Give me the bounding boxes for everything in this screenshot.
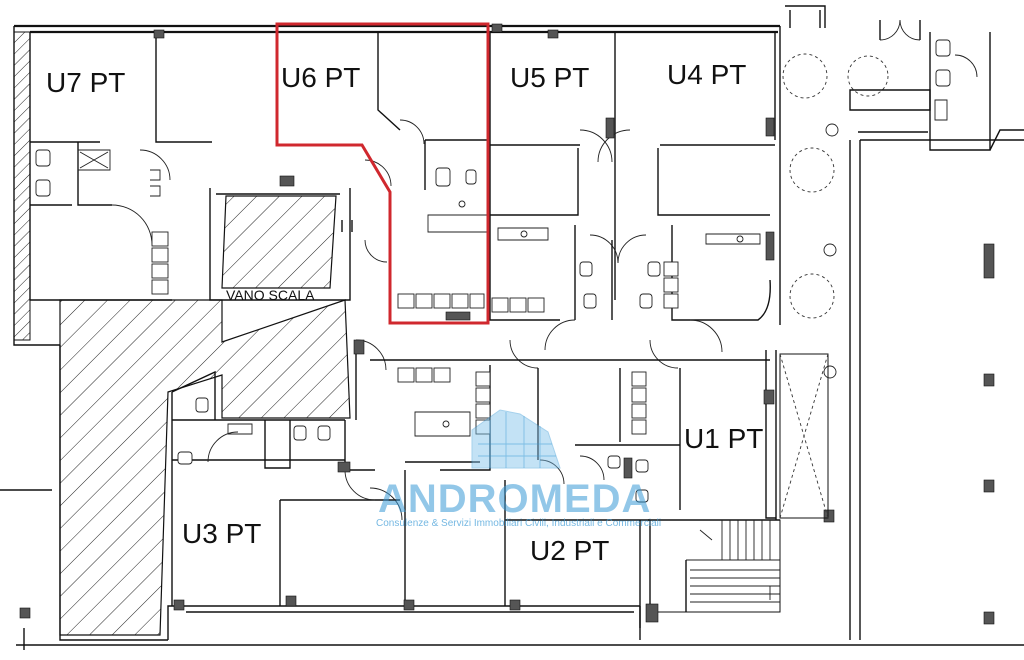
- columns: [19, 339, 659, 623]
- stair-label: VANO SCALA: [226, 287, 315, 303]
- watermark-name: ANDROMEDA: [378, 477, 651, 521]
- u5-u4-desks: [491, 261, 679, 313]
- unit-label-u4: U4 PT: [667, 59, 746, 90]
- unit-label-u1: U1 PT: [684, 423, 763, 454]
- stair-core: VANO SCALA: [59, 188, 351, 636]
- shaft: [779, 353, 829, 519]
- u7-desks: [151, 231, 169, 295]
- unit-label-u2: U2 PT: [530, 535, 609, 566]
- unit-u1-u2-walls: [505, 350, 829, 640]
- watermark-logo: ANDROMEDA Consulenze & Servizi Immobilia…: [376, 409, 661, 529]
- unit-label-u5: U5 PT: [510, 62, 589, 93]
- central-desks: [397, 367, 647, 435]
- u6-desks: [397, 293, 485, 309]
- unit-labels: U7 PT U6 PT U5 PT U4 PT U1 PT U2 PT U3 P…: [46, 59, 763, 566]
- unit-label-u3: U3 PT: [182, 518, 261, 549]
- secondary-stair: [649, 519, 781, 613]
- unit-u3-walls: [171, 370, 565, 611]
- unit-label-u7: U7 PT: [46, 67, 125, 98]
- watermark-building-icon: [471, 409, 561, 469]
- left-wall-hatch: [13, 31, 31, 341]
- watermark-tagline: Consulenze & Servizi Immobiliari Civili,…: [376, 518, 661, 529]
- unit-u7-walls: [29, 32, 212, 301]
- entrance-area: [779, 5, 1024, 640]
- unit-u6-highlight: [275, 22, 490, 325]
- unit-label-u6: U6 PT: [281, 62, 360, 93]
- corridor: [355, 339, 770, 510]
- unit-u5-u4-walls: [153, 23, 776, 353]
